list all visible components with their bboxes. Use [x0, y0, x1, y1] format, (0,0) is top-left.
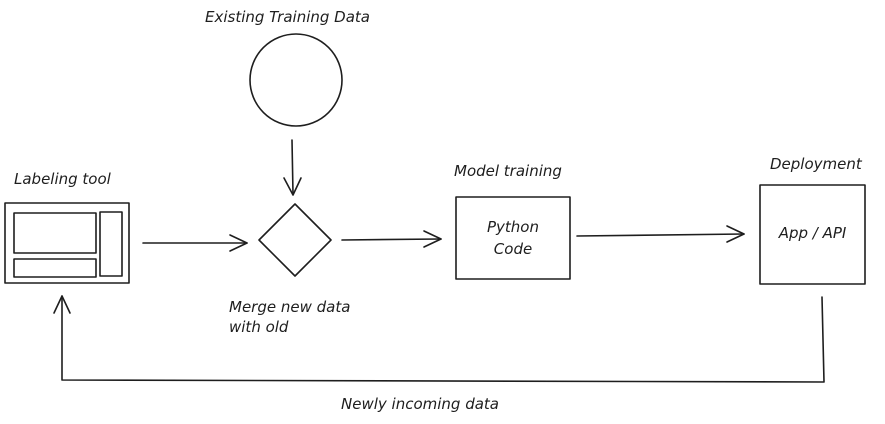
labeling-tool-outer	[4, 202, 130, 284]
arrow-merge-to-training	[341, 230, 442, 248]
labeling-tool-box	[4, 202, 130, 284]
labeling-tool-side-pane	[99, 211, 123, 277]
existing-data-circle	[249, 33, 343, 127]
merge-label-line2: with old	[229, 318, 289, 336]
arrow-data-to-merge	[283, 139, 302, 196]
python-code-box	[455, 196, 571, 280]
deployment-box	[759, 184, 866, 285]
labeling-tool-main-pane	[13, 212, 97, 254]
python-label-line1: Python	[487, 218, 539, 236]
model-training-label: Model training	[454, 162, 562, 180]
newly-incoming-label: Newly incoming data	[341, 395, 499, 413]
app-api-label: App / API	[778, 224, 847, 242]
arrow-training-to-deployment	[576, 225, 745, 243]
feedback-loop-arrow	[53, 295, 825, 383]
merge-label-line1: Merge new data	[229, 298, 351, 316]
labeling-tool-label: Labeling tool	[14, 170, 111, 188]
python-label-line2: Code	[493, 240, 533, 258]
labeling-tool-bottom-pane	[13, 258, 97, 278]
merge-diamond	[258, 203, 332, 277]
deployment-label: Deployment	[770, 155, 862, 173]
existing-data-label: Existing Training Data	[205, 8, 370, 26]
arrow-labeling-to-merge	[142, 234, 248, 252]
